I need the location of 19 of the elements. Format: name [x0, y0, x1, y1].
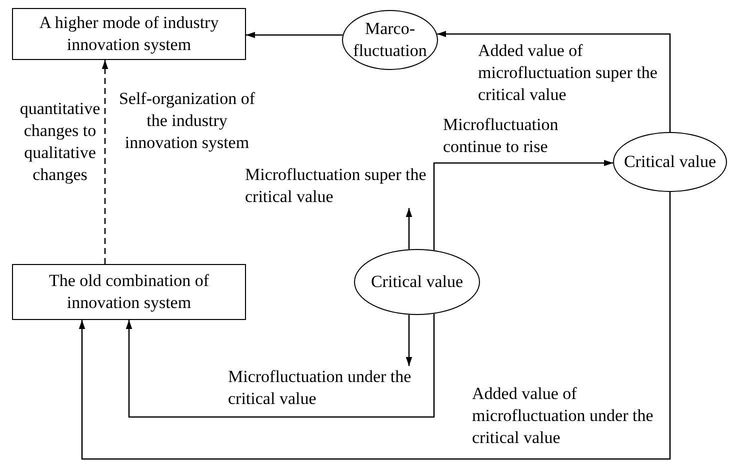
- node-label: A higher mode of industry innovation system: [38, 12, 220, 56]
- arrow: [78, 192, 671, 460]
- node-label: Marco-fluctuation: [352, 18, 428, 62]
- annotation-text: Self-organization of the industry innovation system: [118, 88, 256, 154]
- arrow: [246, 32, 343, 38]
- arrow: [437, 30, 671, 132]
- arrow: [406, 208, 412, 250]
- process-box: [12, 8, 246, 60]
- arrow: [126, 314, 435, 418]
- node-label: Critical value: [370, 270, 464, 293]
- process-box: [12, 264, 246, 320]
- node-text: Microfluctuation super the critical value: [245, 164, 440, 208]
- arrow: [433, 160, 614, 250]
- node-text: Microfluctuation under the critical value: [228, 366, 418, 410]
- annotation-text: quantitative changes to qualitative changes: [18, 98, 102, 186]
- dashed-arrow: [102, 60, 108, 264]
- arrow: [406, 314, 412, 366]
- node-label: Critical value: [624, 150, 716, 173]
- node-label: The old combination of innovation system: [48, 270, 210, 314]
